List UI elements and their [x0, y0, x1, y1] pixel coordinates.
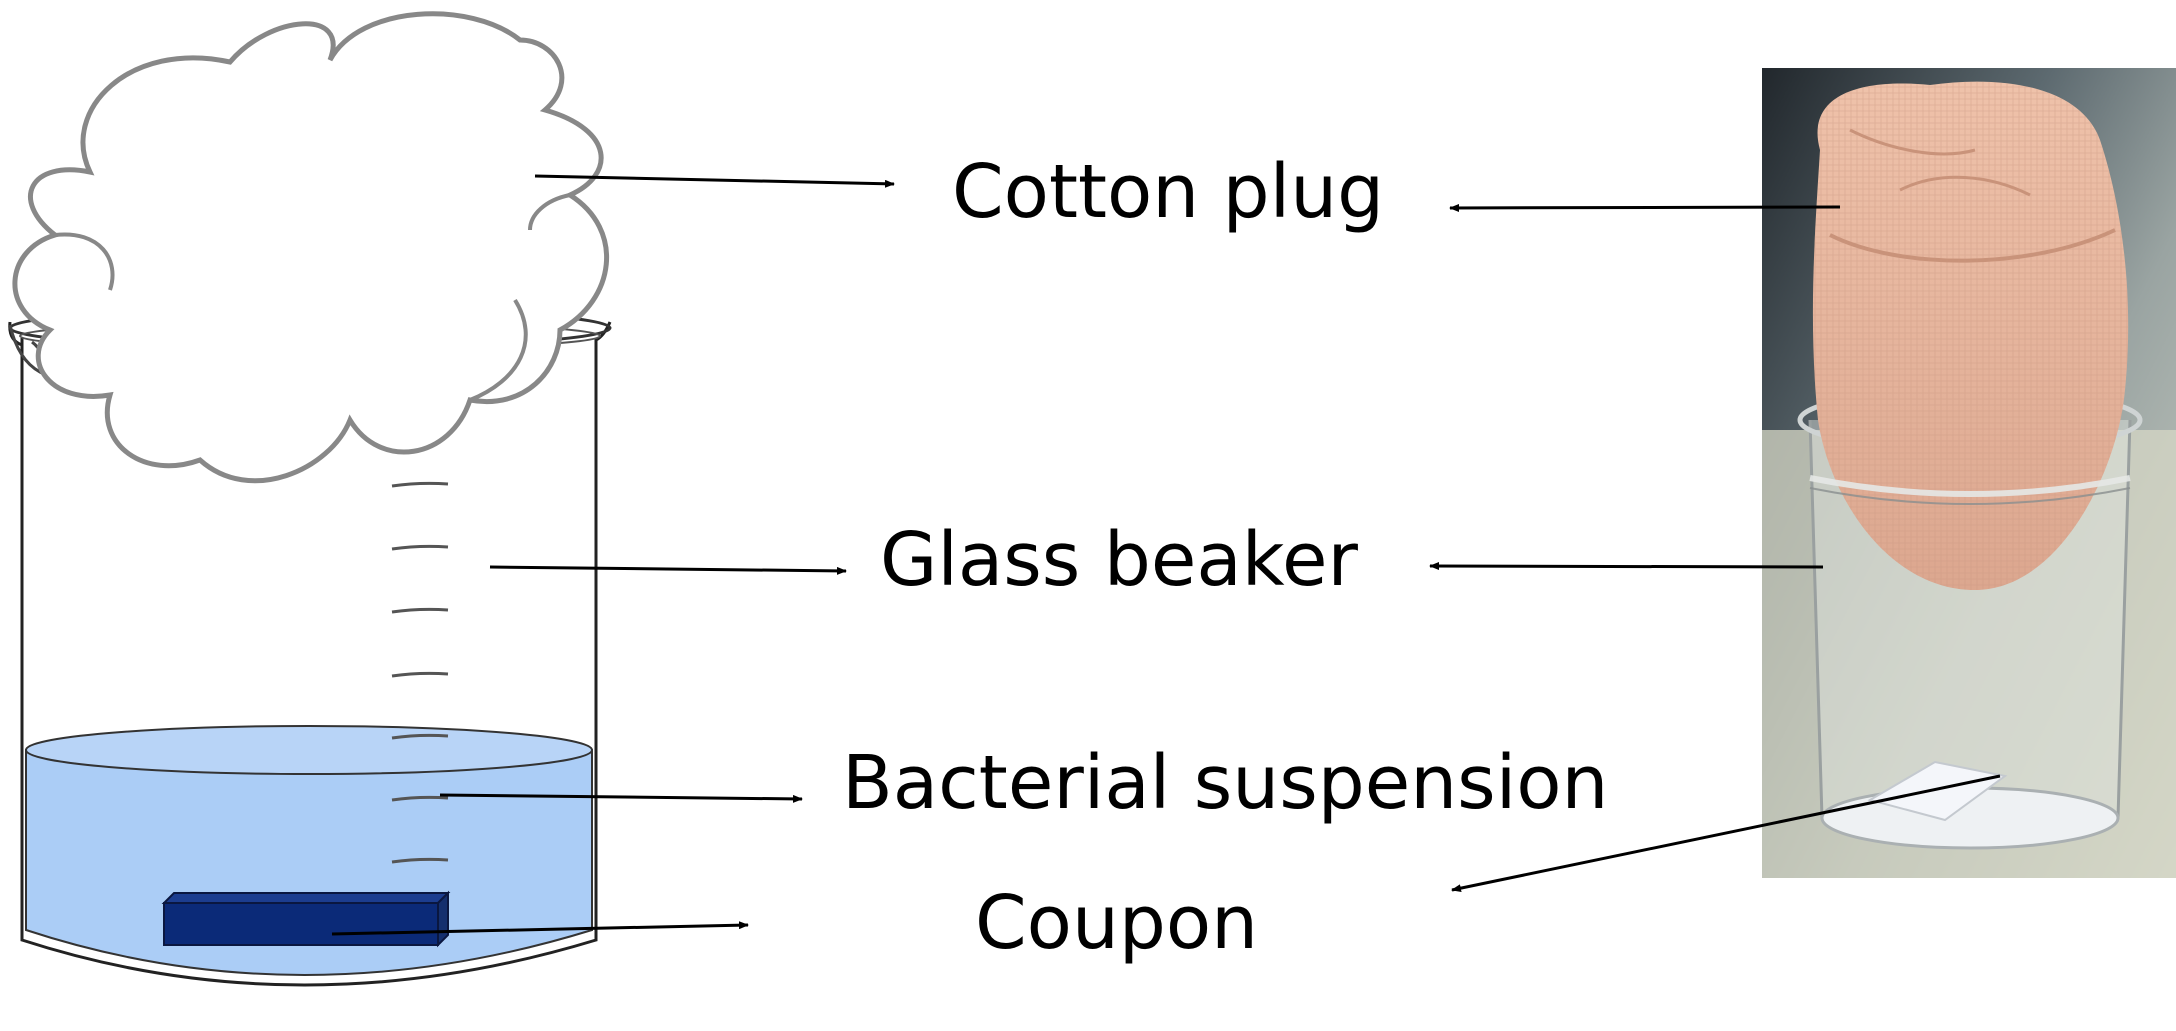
arrow-bacterial-suspension-left [439, 793, 803, 803]
arrow-cotton-plug-left [534, 174, 895, 188]
arrows [331, 174, 2001, 936]
arrow-coupon-right [1451, 774, 2001, 893]
label-coupon: Coupon [975, 880, 1258, 966]
beaker-wall-left [20, 338, 598, 987]
label-bacterial-suspension: Bacterial suspension [842, 740, 1609, 826]
beaker-illustration [8, 11, 612, 987]
label-cotton-plug: Cotton plug [952, 149, 1385, 235]
arrow-coupon-left [331, 921, 749, 936]
arrow-glass-beaker-right [1429, 562, 1824, 571]
arrow-cotton-plug-right [1449, 203, 1841, 212]
coupon-strip [161, 890, 451, 948]
arrow-glass-beaker-left [489, 565, 847, 575]
cotton-plug-cloud [12, 11, 610, 484]
photo-panel [1762, 68, 2176, 878]
label-glass-beaker: Glass beaker [880, 517, 1358, 603]
